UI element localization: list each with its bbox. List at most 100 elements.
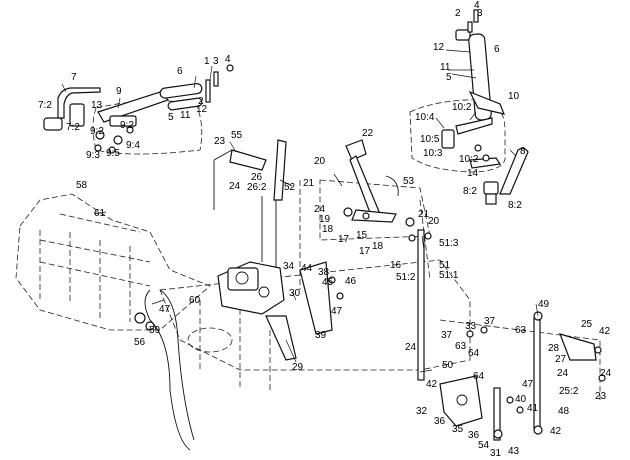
callout-33: 33 <box>465 321 477 332</box>
callout-51-1: 51:1 <box>439 270 459 281</box>
callout-19: 19 <box>319 214 331 225</box>
callout-26-2: 26:2 <box>247 182 267 193</box>
callout-26: 26 <box>251 172 263 183</box>
callout-10-2: 10:2 <box>452 102 472 113</box>
callout-12b: 12 <box>433 42 445 53</box>
callout-14: 14 <box>467 168 479 179</box>
callout-56: 56 <box>134 337 146 348</box>
callout-36b: 36 <box>468 430 480 441</box>
callout-21: 21 <box>303 178 315 189</box>
callout-5: 5 <box>168 112 174 123</box>
callout-7-2b: 7:2 <box>66 122 80 133</box>
callout-9-5: 9:5 <box>106 148 120 159</box>
callout-36: 36 <box>434 416 446 427</box>
callout-24d: 24 <box>557 368 569 379</box>
callout-9-3: 9:3 <box>86 150 100 161</box>
callout-9: 9 <box>116 86 122 97</box>
callout-47b: 47 <box>159 304 171 315</box>
callout-13: 13 <box>91 100 103 111</box>
callout-8-2: 8:2 <box>463 186 477 197</box>
callout-4b: 4 <box>474 0 480 11</box>
callout-24e: 24 <box>600 368 612 379</box>
callout-17: 17 <box>338 234 350 245</box>
leader-lines <box>61 49 539 373</box>
callout-39: 39 <box>315 330 327 341</box>
callout-4: 4 <box>225 54 231 65</box>
callout-51: 51 <box>439 260 451 271</box>
callout-42b: 42 <box>426 379 438 390</box>
callout-44: 44 <box>301 263 313 274</box>
callout-10-3: 10:3 <box>423 148 443 159</box>
callout-24b: 24 <box>314 204 326 215</box>
callout-61: 61 <box>94 208 106 219</box>
callout-49: 49 <box>538 299 550 310</box>
callout-1: 1 <box>204 56 210 67</box>
callout-38: 38 <box>318 267 330 278</box>
callout-10-4: 10:4 <box>415 112 435 123</box>
callout-37b: 37 <box>441 330 453 341</box>
callout-43: 43 <box>508 446 520 457</box>
callout-7: 7 <box>71 72 77 83</box>
callout-51-2: 51:2 <box>396 272 416 283</box>
callout-22: 22 <box>362 128 374 139</box>
callout-58: 58 <box>76 180 88 191</box>
callout-63b: 63 <box>455 341 467 352</box>
callout-42: 42 <box>599 326 611 337</box>
callout-25-2: 25:2 <box>559 386 579 397</box>
callout-47c: 47 <box>522 379 534 390</box>
callout-64b: 64 <box>473 371 485 382</box>
callout-34: 34 <box>283 261 295 272</box>
callout-10-5: 10:5 <box>420 134 440 145</box>
right-handle-assembly <box>409 9 529 205</box>
cable-assembly <box>134 289 195 451</box>
callout-12: 12 <box>196 104 208 115</box>
callout-63: 63 <box>515 325 527 336</box>
callout-53: 53 <box>403 176 415 187</box>
callout-8-2b: 8:2 <box>508 200 522 211</box>
callout-6: 6 <box>177 66 183 77</box>
callout-46: 46 <box>345 276 357 287</box>
left-handle-assembly <box>43 64 234 155</box>
callout-9-2: 9:2 <box>90 126 104 137</box>
callout-2b: 2 <box>455 8 461 19</box>
callout-60: 60 <box>189 295 201 306</box>
callout-59: 59 <box>149 325 161 336</box>
callout-50: 50 <box>442 360 454 371</box>
callout-51-3: 51:3 <box>439 238 459 249</box>
callout-37: 37 <box>484 316 496 327</box>
callout-47: 47 <box>331 306 343 317</box>
callout-18: 18 <box>322 224 334 235</box>
callout-24c: 24 <box>405 342 417 353</box>
callout-29: 29 <box>292 362 304 373</box>
callout-18b: 18 <box>372 241 384 252</box>
callout-7-2: 7:2 <box>38 100 52 111</box>
callout-54: 54 <box>478 440 490 451</box>
callout-55: 55 <box>231 130 243 141</box>
callout-3b: 3 <box>477 8 483 19</box>
callout-11b: 11 <box>440 62 451 73</box>
callout-labels: 1 2 3 4 5 6 7 7:2 7:2 9 9:2 9:2 9:3 9:4 … <box>38 0 612 459</box>
callout-41: 41 <box>527 403 539 414</box>
callout-20b: 20 <box>428 216 440 227</box>
callout-21b: 21 <box>418 209 430 220</box>
callout-52: 52 <box>284 182 296 193</box>
callout-5b: 5 <box>446 72 452 83</box>
bottom-right-bracket <box>439 311 606 441</box>
callout-27: 27 <box>555 354 567 365</box>
callout-17b: 17 <box>359 246 371 257</box>
callout-16: 16 <box>390 260 402 271</box>
callout-20: 20 <box>314 156 326 167</box>
callout-28: 28 <box>548 343 560 354</box>
pump-assembly <box>213 139 297 361</box>
callout-64: 64 <box>468 348 480 359</box>
callout-8: 8 <box>520 146 526 157</box>
callout-25: 25 <box>581 319 593 330</box>
callout-31: 31 <box>490 448 502 459</box>
callout-32: 32 <box>416 406 428 417</box>
callout-2: 2 <box>198 96 204 107</box>
callout-15: 15 <box>356 230 368 241</box>
callout-24: 24 <box>229 181 241 192</box>
callout-10-2b: 10:2 <box>459 154 479 165</box>
callout-9-2b: 9:2 <box>120 120 134 131</box>
callout-42c: 42 <box>550 426 562 437</box>
